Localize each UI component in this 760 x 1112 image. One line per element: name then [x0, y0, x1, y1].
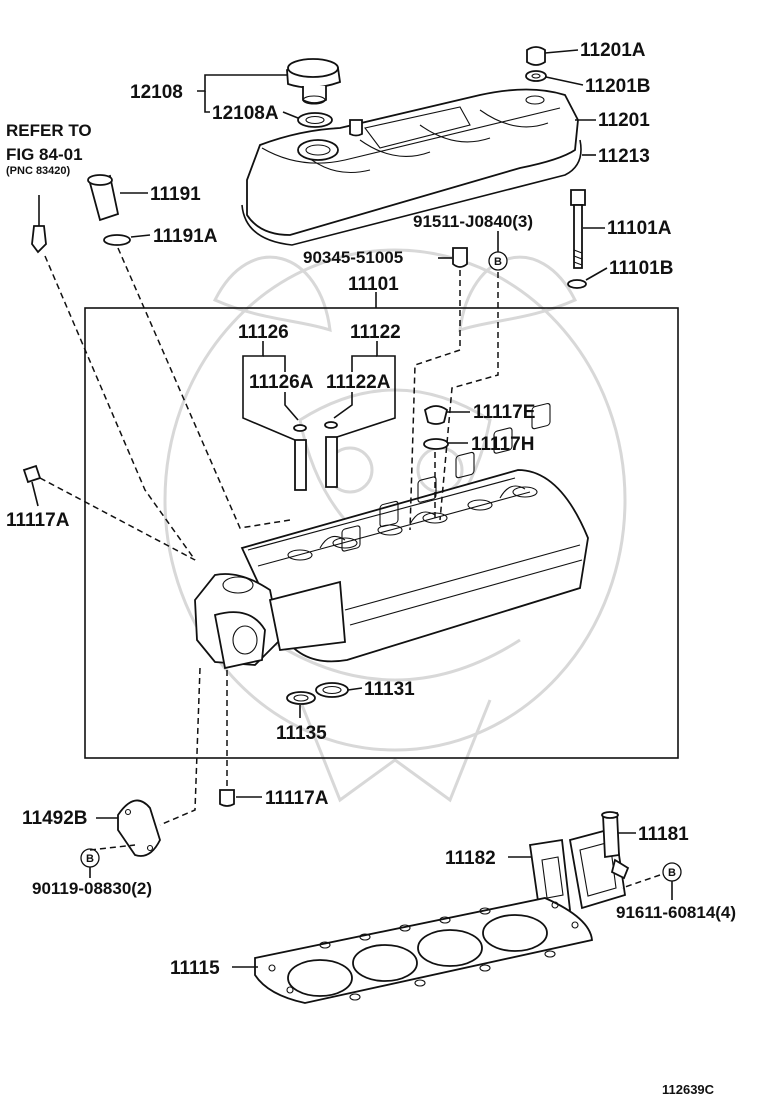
gasket-11182 — [528, 838, 571, 917]
label-12108: 12108 — [130, 82, 183, 103]
label-11117A-left: 11117A — [6, 510, 70, 531]
sensor-plug — [31, 195, 47, 254]
label-11492B: 11492B — [22, 808, 88, 829]
figure-id: 112639C — [662, 1082, 715, 1097]
svg-text:B: B — [86, 853, 94, 865]
valve-cover — [246, 88, 579, 236]
head-bolt-washer — [567, 279, 587, 289]
cylinder-head — [194, 402, 589, 670]
label-91511: 91511-J0840(3) — [413, 212, 533, 231]
label-11126A: 11126A — [249, 372, 314, 393]
label-11126: 11126 — [238, 322, 289, 343]
oil-filler-cap — [286, 58, 341, 105]
assembly-lines — [39, 247, 661, 889]
label-11101: 11101 — [348, 274, 399, 295]
refer-note: REFER TO FIG 84-01 (PNC 83420) — [6, 121, 92, 177]
refer-line-3: (PNC 83420) — [6, 165, 71, 177]
refer-line-2: FIG 84-01 — [6, 145, 83, 164]
label-11122: 11122 — [350, 322, 401, 343]
cylinder-head-frame — [84, 307, 679, 759]
label-11201B: 11201B — [585, 76, 651, 97]
label-11101A: 11101A — [607, 218, 672, 239]
plug-90345 — [452, 247, 468, 268]
water-outlet-11181 — [568, 811, 630, 910]
label-90345: 90345-51005 — [303, 248, 403, 267]
label-11182: 11182 — [445, 848, 496, 869]
label-11117A-bottom: 11117A — [265, 788, 329, 809]
label-11191: 11191 — [150, 184, 201, 205]
label-11117E: 11117E — [473, 402, 535, 423]
label-90119: 90119-08830(2) — [32, 879, 152, 898]
seal-11117H — [423, 438, 449, 450]
label-11201: 11201 — [598, 110, 650, 131]
plug-11117A-left — [22, 464, 42, 484]
head-bolt — [570, 189, 586, 269]
plug-11117A-bottom — [219, 789, 235, 807]
label-11181: 11181 — [638, 824, 689, 845]
label-11131: 11131 — [364, 679, 415, 700]
valve-guides — [293, 421, 338, 491]
label-11191A: 11191A — [153, 226, 218, 247]
label-91611: 91611-60814(4) — [616, 903, 736, 922]
seal-11117E — [423, 405, 449, 425]
tube-11191 — [87, 174, 120, 222]
label-11122A: 11122A — [326, 372, 391, 393]
head-gasket — [254, 897, 593, 1004]
label-12108A: 12108A — [212, 103, 279, 124]
label-11115: 11115 — [170, 958, 220, 979]
label-11135: 11135 — [276, 723, 327, 744]
seal-11135 — [286, 691, 316, 705]
svg-text:B: B — [668, 867, 676, 879]
cover-gasket — [241, 139, 582, 246]
cover-nut — [525, 46, 547, 82]
label-11213: 11213 — [598, 146, 650, 167]
label-11101B: 11101B — [609, 258, 673, 279]
svg-text:B: B — [494, 256, 502, 268]
label-11201A: 11201A — [580, 40, 646, 61]
seal-11191A — [103, 234, 131, 246]
oil-cap-gasket — [297, 112, 333, 128]
part-labels: 12108 12108A 11201A 11201B 11201 11213 1… — [6, 40, 736, 1097]
refer-line-1: REFER TO — [6, 121, 92, 140]
gasket-11492B — [117, 799, 161, 857]
watermark-emblem — [163, 248, 627, 803]
leader-lines — [31, 49, 673, 968]
seal-11131 — [315, 682, 349, 698]
label-11117H: 11117H — [471, 434, 534, 455]
